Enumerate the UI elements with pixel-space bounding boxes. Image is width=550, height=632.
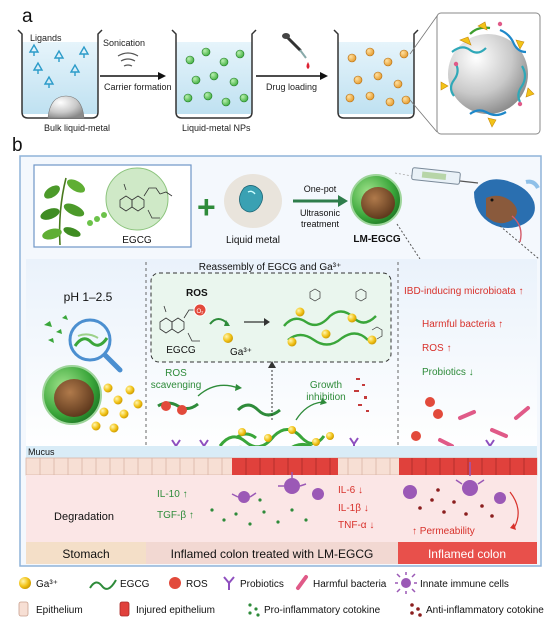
legend-innate-icon	[395, 572, 417, 594]
synthesis-row: EGCG + Liquid metal One-pot Ultrasonic t…	[33, 164, 540, 260]
legend-harmful: Harmful bacteria	[313, 579, 387, 590]
tnfa-label: TNF-α ↓	[338, 520, 374, 531]
permeability-label: ↑ Permeability	[412, 526, 475, 537]
egcg-molecule-icon	[105, 167, 169, 231]
immune-cells-right	[403, 462, 506, 504]
stomach-column: pH 1–2.5	[42, 290, 143, 433]
legend-injured-icon	[119, 601, 130, 617]
tgfb-label: TGF-β ↑	[157, 510, 194, 521]
one-pot-label: One-pot	[304, 184, 337, 194]
stomach-label-bar	[26, 542, 146, 564]
ultrasonic-label: Ultrasonic	[300, 208, 341, 218]
legend-egcg-icon	[89, 579, 117, 590]
ros-scavenge-icon	[161, 401, 171, 411]
treated-label: Inflamed colon treated with LM-EGCG	[171, 547, 374, 561]
legend-injured: Injured epithelium	[136, 605, 215, 616]
legend-epithelium-icon	[18, 601, 29, 617]
legend-pro: Pro-inflammatory cotokine	[264, 605, 381, 616]
legend-innate: Innate immune cells	[420, 579, 509, 590]
injured-epithelium-middle	[232, 458, 338, 475]
inflamed-label-bar	[398, 542, 537, 564]
ros-icon	[193, 303, 207, 317]
hand-mouse-icon	[474, 179, 540, 243]
carrier-formation-label: Carrier formation	[104, 82, 172, 92]
legend-probiotics-icon	[223, 576, 235, 590]
legend-ros: ROS	[186, 579, 208, 590]
growth-label-2: inhibition	[306, 392, 345, 403]
mucus-layer	[26, 446, 537, 458]
reassembly-ros-label: ROS	[186, 288, 208, 299]
legend-harmful-icon	[296, 575, 308, 590]
stomach-label: Stomach	[62, 547, 109, 561]
cytokine-dots-right	[418, 488, 494, 518]
bulk-lm-label: Bulk liquid-metal	[44, 123, 110, 133]
harmful-label: Harmful bacteria ↑	[422, 319, 503, 330]
lm-nps-label: Liquid-metal NPs	[182, 123, 251, 133]
dead-bacteria-icon	[354, 378, 369, 412]
lm-egcg-label: LM-EGCG	[353, 234, 400, 245]
inflamed-label: Inflamed colon	[428, 547, 506, 561]
panel-a-letter: a	[22, 6, 33, 27]
mucus-label: Mucus	[28, 447, 55, 457]
ibd-label: IBD-inducing microbioata ↑	[404, 286, 524, 297]
legend-probiotics: Probiotics	[240, 579, 284, 590]
legend-anti-icon	[410, 603, 422, 617]
treated-label-bar	[146, 542, 398, 564]
treatment-label: treatment	[301, 219, 340, 229]
legend: Ga³⁺ EGCG ROS Probiotics Harmful bacteri…	[18, 572, 544, 617]
reassembly-egcg-label: EGCG	[166, 345, 196, 356]
egcg-label: EGCG	[122, 235, 152, 246]
syringe-icon	[394, 167, 479, 185]
legend-anti: Anti-inflammatory cotokine	[426, 605, 544, 616]
liquid-metal-label: Liquid metal	[226, 235, 280, 246]
tea-leaves-icon	[40, 177, 107, 246]
magnifier-icon	[68, 318, 123, 373]
plus-sign: +	[197, 189, 216, 225]
growth-label-1: Growth	[310, 380, 342, 391]
drug-loading-label: Drug loading	[266, 82, 317, 92]
ros-scavenging-label-2: scavenging	[151, 380, 202, 391]
legend-ros-icon	[169, 577, 181, 589]
degradation-label: Degradation	[54, 511, 114, 523]
ros-scavenging-label-1: ROS	[165, 368, 187, 379]
epithelium-layer	[25, 457, 538, 476]
beaker-loaded	[333, 29, 419, 119]
zoom-nanoparticle	[436, 12, 541, 135]
legend-pro-icon	[248, 603, 260, 617]
panel-b-letter: b	[12, 135, 23, 156]
sonication-label: Sonication	[103, 38, 145, 48]
ligands-label: Ligands	[30, 33, 62, 43]
il10-label: IL-10 ↑	[157, 489, 188, 500]
il1b-label: IL-1β ↓	[338, 503, 369, 514]
green-flakes-icon	[44, 315, 68, 343]
legend-egcg: EGCG	[120, 579, 150, 590]
reassembly-box: Reassembly of EGCG and Ga³⁺ ROS O₂ EGCG …	[150, 262, 392, 363]
beaker-bulk	[17, 29, 103, 119]
svg-text:O₂: O₂	[197, 309, 205, 315]
probiotics-down-label: Probiotics ↓	[422, 367, 474, 378]
legend-ga-icon	[19, 577, 31, 589]
ph-label: pH 1–2.5	[64, 290, 113, 304]
reassembly-title: Reassembly of EGCG and Ga³⁺	[199, 262, 342, 273]
reassembly-ga-label: Ga³⁺	[230, 347, 252, 358]
cytokine-dots-middle	[210, 498, 308, 526]
panel-a: a Ligands Bulk liquid-metal Sonication C…	[17, 6, 541, 135]
immune-cells-middle	[231, 472, 324, 503]
sonication-icon	[117, 52, 139, 67]
ros-up-label: ROS ↑	[422, 343, 451, 354]
dropper-icon	[282, 33, 310, 69]
beaker-nps	[171, 29, 257, 119]
legend-ga: Ga³⁺	[36, 579, 58, 590]
legend-epithelium: Epithelium	[36, 605, 83, 616]
il6-label: IL-6 ↓	[338, 485, 363, 496]
